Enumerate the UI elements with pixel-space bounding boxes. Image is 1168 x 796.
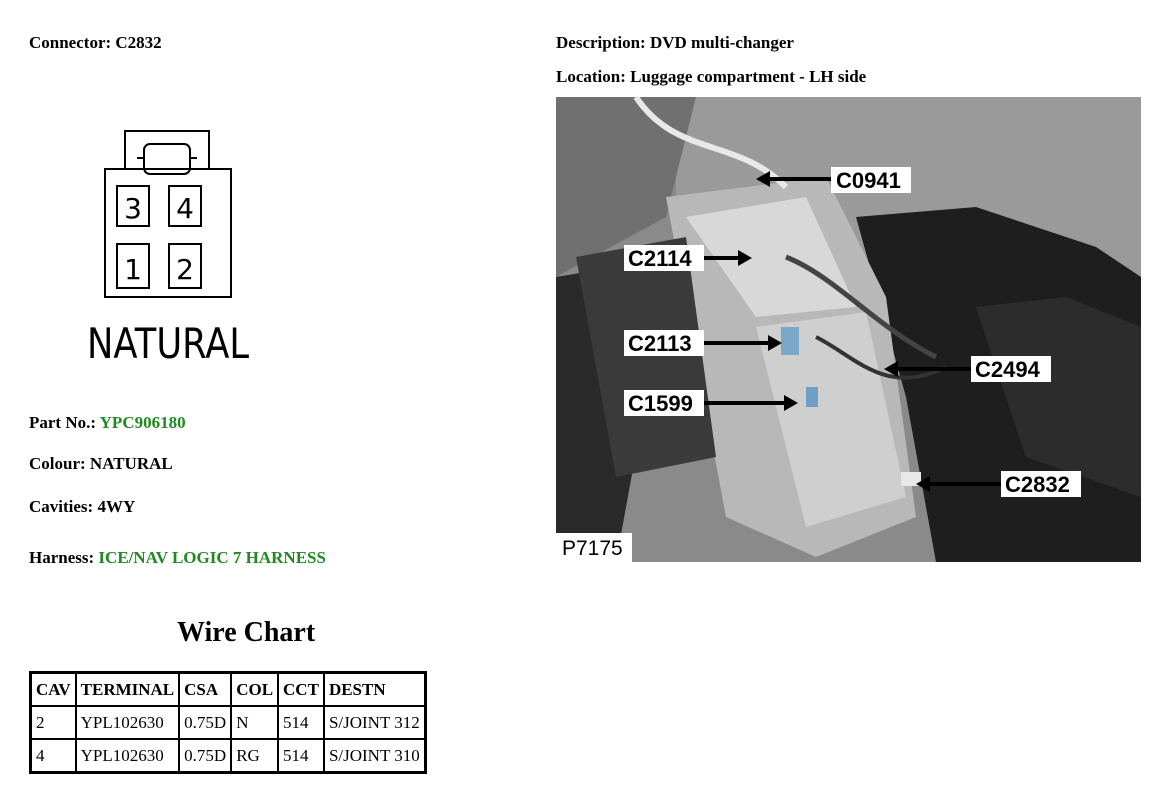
harness-label: Harness:: [29, 548, 95, 567]
cell-cct: 514: [277, 738, 325, 774]
header-terminal: TERMINAL: [74, 671, 181, 707]
header-cct: CCT: [277, 671, 325, 707]
cavity-4: 4: [176, 192, 194, 225]
description-heading: Description: DVD multi-changer: [556, 33, 794, 53]
callout-c1599: C1599: [628, 391, 693, 416]
cell-cct: 514: [277, 705, 325, 740]
header-cav: CAV: [29, 671, 77, 707]
connector-label: Connector:: [29, 33, 112, 52]
cell-csa: 0.75D: [178, 738, 233, 774]
cavities-value: 4WY: [97, 497, 136, 516]
cavity-1: 1: [124, 253, 142, 286]
cell-csa: 0.75D: [178, 705, 233, 740]
location-photo: C0941 C2114 C2113 C2494 C1599 C2832 P717…: [556, 97, 1141, 562]
cell-cav: 4: [29, 738, 77, 774]
cell-col: N: [230, 705, 280, 740]
location-value: Luggage compartment - LH side: [630, 67, 867, 86]
header-destn: DESTN: [322, 671, 427, 707]
header-col: COL: [230, 671, 280, 707]
cavities-label: Cavities:: [29, 497, 94, 516]
harness-row: Harness: ICE/NAV LOGIC 7 HARNESS: [29, 548, 326, 568]
callout-c2494: C2494: [975, 357, 1041, 382]
wire-chart-table: CAV TERMINAL CSA COL CCT DESTN 2 YPL1026…: [29, 671, 427, 774]
part-no-label: Part No.:: [29, 413, 97, 432]
cell-terminal: YPL102630: [74, 738, 181, 774]
cavity-2: 2: [176, 253, 194, 286]
cell-destn: S/JOINT 310: [322, 738, 427, 774]
cell-terminal: YPL102630: [74, 705, 181, 740]
cavity-3: 3: [124, 192, 142, 225]
callout-c2113: C2113: [628, 331, 692, 356]
cell-cav: 2: [29, 705, 77, 740]
part-no-link[interactable]: YPC906180: [99, 413, 186, 432]
table-row: 2 YPL102630 0.75D N 514 S/JOINT 312: [29, 705, 427, 740]
wire-chart-header-row: CAV TERMINAL CSA COL CCT DESTN: [29, 671, 427, 707]
callout-c2832: C2832: [1005, 472, 1070, 497]
callout-c2114: C2114: [628, 246, 692, 271]
colour-label: Colour:: [29, 454, 86, 473]
location-label: Location:: [556, 67, 626, 86]
photo-ref: P7175: [562, 537, 623, 560]
wire-chart-title: Wire Chart: [177, 617, 316, 648]
diagram-colour-text: NATURAL: [87, 319, 249, 368]
connector-heading: Connector: C2832: [29, 33, 162, 53]
location-heading: Location: Luggage compartment - LH side: [556, 67, 866, 87]
colour-row: Colour: NATURAL: [29, 454, 173, 474]
connector-value: C2832: [115, 33, 162, 52]
connector-face-diagram: 3 4 1 2 NATURAL: [87, 130, 249, 368]
cell-destn: S/JOINT 312: [322, 705, 427, 740]
callout-c0941: C0941: [836, 168, 901, 193]
part-no-row: Part No.: YPC906180: [29, 413, 186, 433]
header-csa: CSA: [178, 671, 233, 707]
description-label: Description:: [556, 33, 646, 52]
harness-link[interactable]: ICE/NAV LOGIC 7 HARNESS: [98, 548, 326, 567]
colour-value: NATURAL: [89, 454, 173, 473]
cell-col: RG: [230, 738, 280, 774]
cavities-row: Cavities: 4WY: [29, 497, 135, 517]
table-row: 4 YPL102630 0.75D RG 514 S/JOINT 310: [29, 738, 427, 774]
description-value: DVD multi-changer: [649, 33, 794, 52]
